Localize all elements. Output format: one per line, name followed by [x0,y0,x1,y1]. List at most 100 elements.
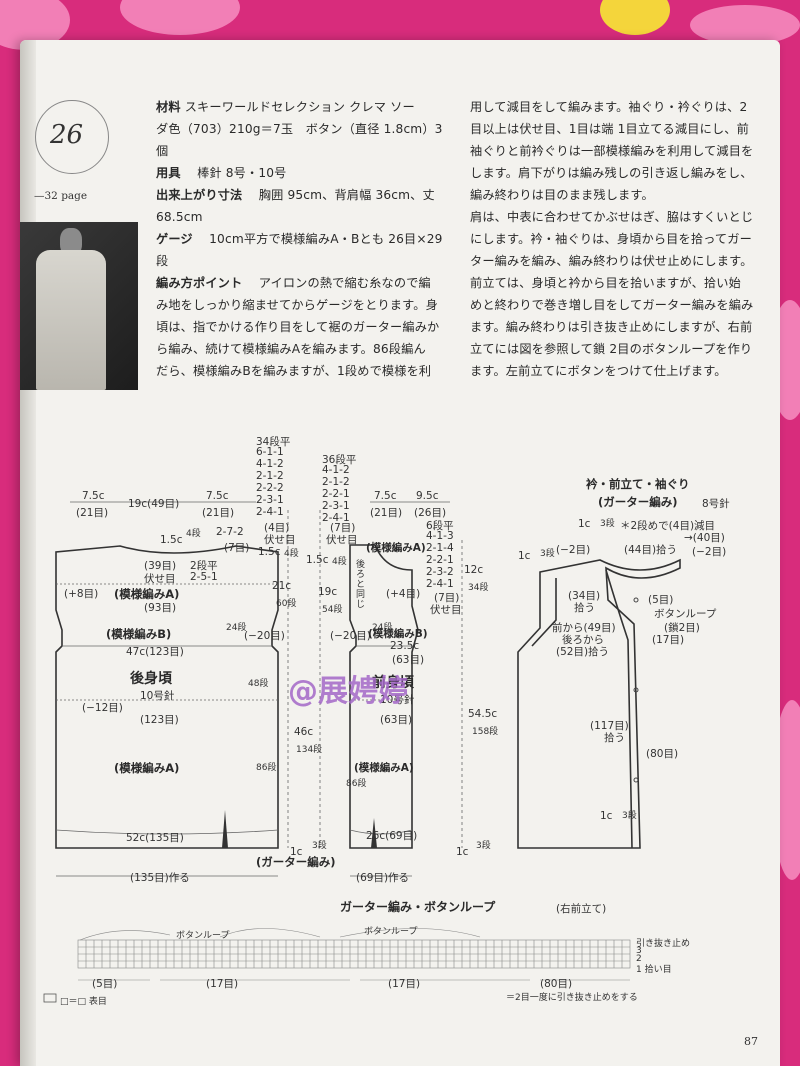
front-top-left-st: (21目) [370,507,403,519]
collar-pick117-label: 拾う [604,732,625,744]
instruction-line: 用して減目をして編みます。袖ぐり・衿ぐりは、2 [470,100,748,114]
instruction-line: 肩は、中表に合わせてかぶせはぎ、脇はすくいとじ [470,210,754,224]
chart-bind-off: 引き抜き止め [636,939,691,949]
instruction-line: 立てには図を参照して鎖 2目のボタンループを作り [470,342,753,356]
back-rows2: 2段平 [190,560,218,572]
front-pattern-b: (模様編みB) [368,628,428,640]
cardigan-image [36,250,106,390]
pattern-number: 26 [50,120,84,150]
front-mid-seq: 2-4-1 [322,512,350,524]
chart-legend-left: □＝□ 表目 [60,997,107,1007]
point-text-line: ら編み、続けて模様編みAを編みます。86段編ん [156,342,426,356]
collar-st80: (80目) [646,748,679,760]
front-band-edge [605,569,633,849]
back-side-60: 60段 [276,599,297,609]
chart-title: ガーター編み・ボタンループ [340,900,496,914]
size-label: 出来上がり寸法 [156,188,243,202]
legend-symbol [43,993,57,1003]
collar-from49-back: 後ろから [562,634,604,646]
back-pattern-a-top: (模様編みA) [114,587,180,601]
gauge-line: ゲージ 10cm平方で模様編みA・Bとも 26目×29 [156,228,443,250]
front-st63b: (63目) [380,714,413,726]
book-page: 26 —32 page 材料 スキーワールドセレクション クレマ ソー ダ色（7… [20,40,780,1066]
collar-band-outline [517,558,681,849]
chart-loop-2: ボタンループ [364,927,418,937]
page-reference: —32 page [34,190,88,202]
front-make-69: (69目)作る [356,872,410,884]
collar-st17: (17目) [652,634,685,646]
front-right-seq: 2-3-2 [426,566,454,578]
front-12c: 12c [464,564,484,576]
watermark: @展娉婷 [288,674,408,709]
back-st93: (93目) [144,602,177,614]
back-side-seq: 2-2-2 [256,482,284,494]
gauge-text: 10cm平方で模様編みA・Bとも 26目×29 [209,232,443,246]
front-right-seq: 4-1-3 [426,530,454,542]
front-right-bottom-label: 伏せ目 [430,604,462,616]
chart-legend-right: ＝2目一度に引き抜き止めをする [506,993,638,1003]
front-mid-seq: 2-3-1 [322,500,350,512]
gauge-line-2: 段 [156,254,169,268]
back-cast-off-label: 伏せ目 [144,573,176,585]
front-h46: 46c [294,726,314,738]
collar-loop: ボタンループ [654,608,717,620]
collar-title: 衿・前立て・袖ぐり [586,477,690,491]
chart-st80: (80目) [540,978,573,990]
back-side-seq: 2-1-2 [256,470,284,482]
collar-pick34: (34目) [568,590,601,602]
instruction-line: ます。編み終わりは引き抜き止めにしますが、右前 [470,320,753,334]
back-minus12: (−12目) [82,702,123,714]
front-needle: 10号針 [380,694,415,706]
back-side-bottom: (4目) [264,522,290,534]
back-cast-off: (39目) [144,560,177,572]
collar-needle: 8号針 [702,498,730,510]
schematic-diagrams [43,501,681,1003]
back-side-bottom-label: 伏せ目 [264,534,296,546]
front-mid-seq: 2-1-2 [322,476,350,488]
chart-subtitle: (右前立て) [556,903,607,915]
collar-subtitle: (ガーター編み) [598,495,678,509]
front-mid-top: 36段平 [322,454,357,466]
back-top-mid: 19c(49目) [128,498,180,510]
front-minus20: (−20目) [330,630,371,642]
back-rows86: 86段 [256,763,277,773]
front-side-1-5c: 1.5c [306,554,329,566]
front-right-seq: 2-4-1 [426,578,454,590]
gauge-label: ゲージ [156,232,193,246]
tools-line: 用具 棒針 8号・10号 [156,162,287,184]
point-text-line: み地をしっかり縮ませてからゲージをとります。身 [156,298,438,312]
size-line: 出来上がり寸法 胸囲 95cm、背肩幅 36cm、丈 [156,184,435,206]
back-top-right: 7.5c [206,490,229,502]
size-line-2: 68.5cm [156,210,203,224]
front-pattern-a-top: (模様編みA) [366,542,426,554]
back-side-seq: 2-4-1 [256,506,284,518]
point-text-line: だら、模様編みBを編みますが、1段めで模様を利 [156,364,432,378]
pattern-number-badge [35,100,109,174]
collar-3: 3段 [600,519,615,529]
tools-label: 用具 [156,166,181,180]
page-number: 87 [744,1035,758,1048]
point-line: 編み方ポイント アイロンの熱で縮む糸なので編 [156,272,431,294]
back-side-seq: 2-3-1 [256,494,284,506]
front-rows24: 24段 [372,623,393,633]
front-mid-seq: 2-2-1 [322,488,350,500]
collar-from49: 前から(49目) [552,622,616,634]
front-h158: 158段 [472,727,499,737]
front-back-same: 後ろと同じ [356,560,366,610]
collar-note2: →(40目) [684,532,725,544]
materials-label: 材料 [156,100,181,114]
chart-row-3: 3 [636,946,642,956]
mannequin-head [60,228,82,256]
collar-bot-3: 3段 [622,811,637,821]
front-right-bottom: (7目) [434,592,460,604]
chart-st17a: (17目) [206,978,239,990]
point-text: アイロンの熱で縮む糸なので編 [258,276,431,290]
back-garter-1c: 1c [290,846,303,858]
back-garter-3: 3段 [312,841,327,851]
back-side-seq: 6-1-1 [256,446,284,458]
back-side-21c: 21c [272,580,292,592]
front-h54: 54.5c [468,708,498,720]
instruction-line: します。肩下がりは編み残しの引き返し編みをし、 [470,166,753,180]
front-pattern-a: (模様編みA) [354,762,414,774]
instruction-line: にします。衿・袖ぐりは、身頃から目を拾ってガー [470,232,752,246]
